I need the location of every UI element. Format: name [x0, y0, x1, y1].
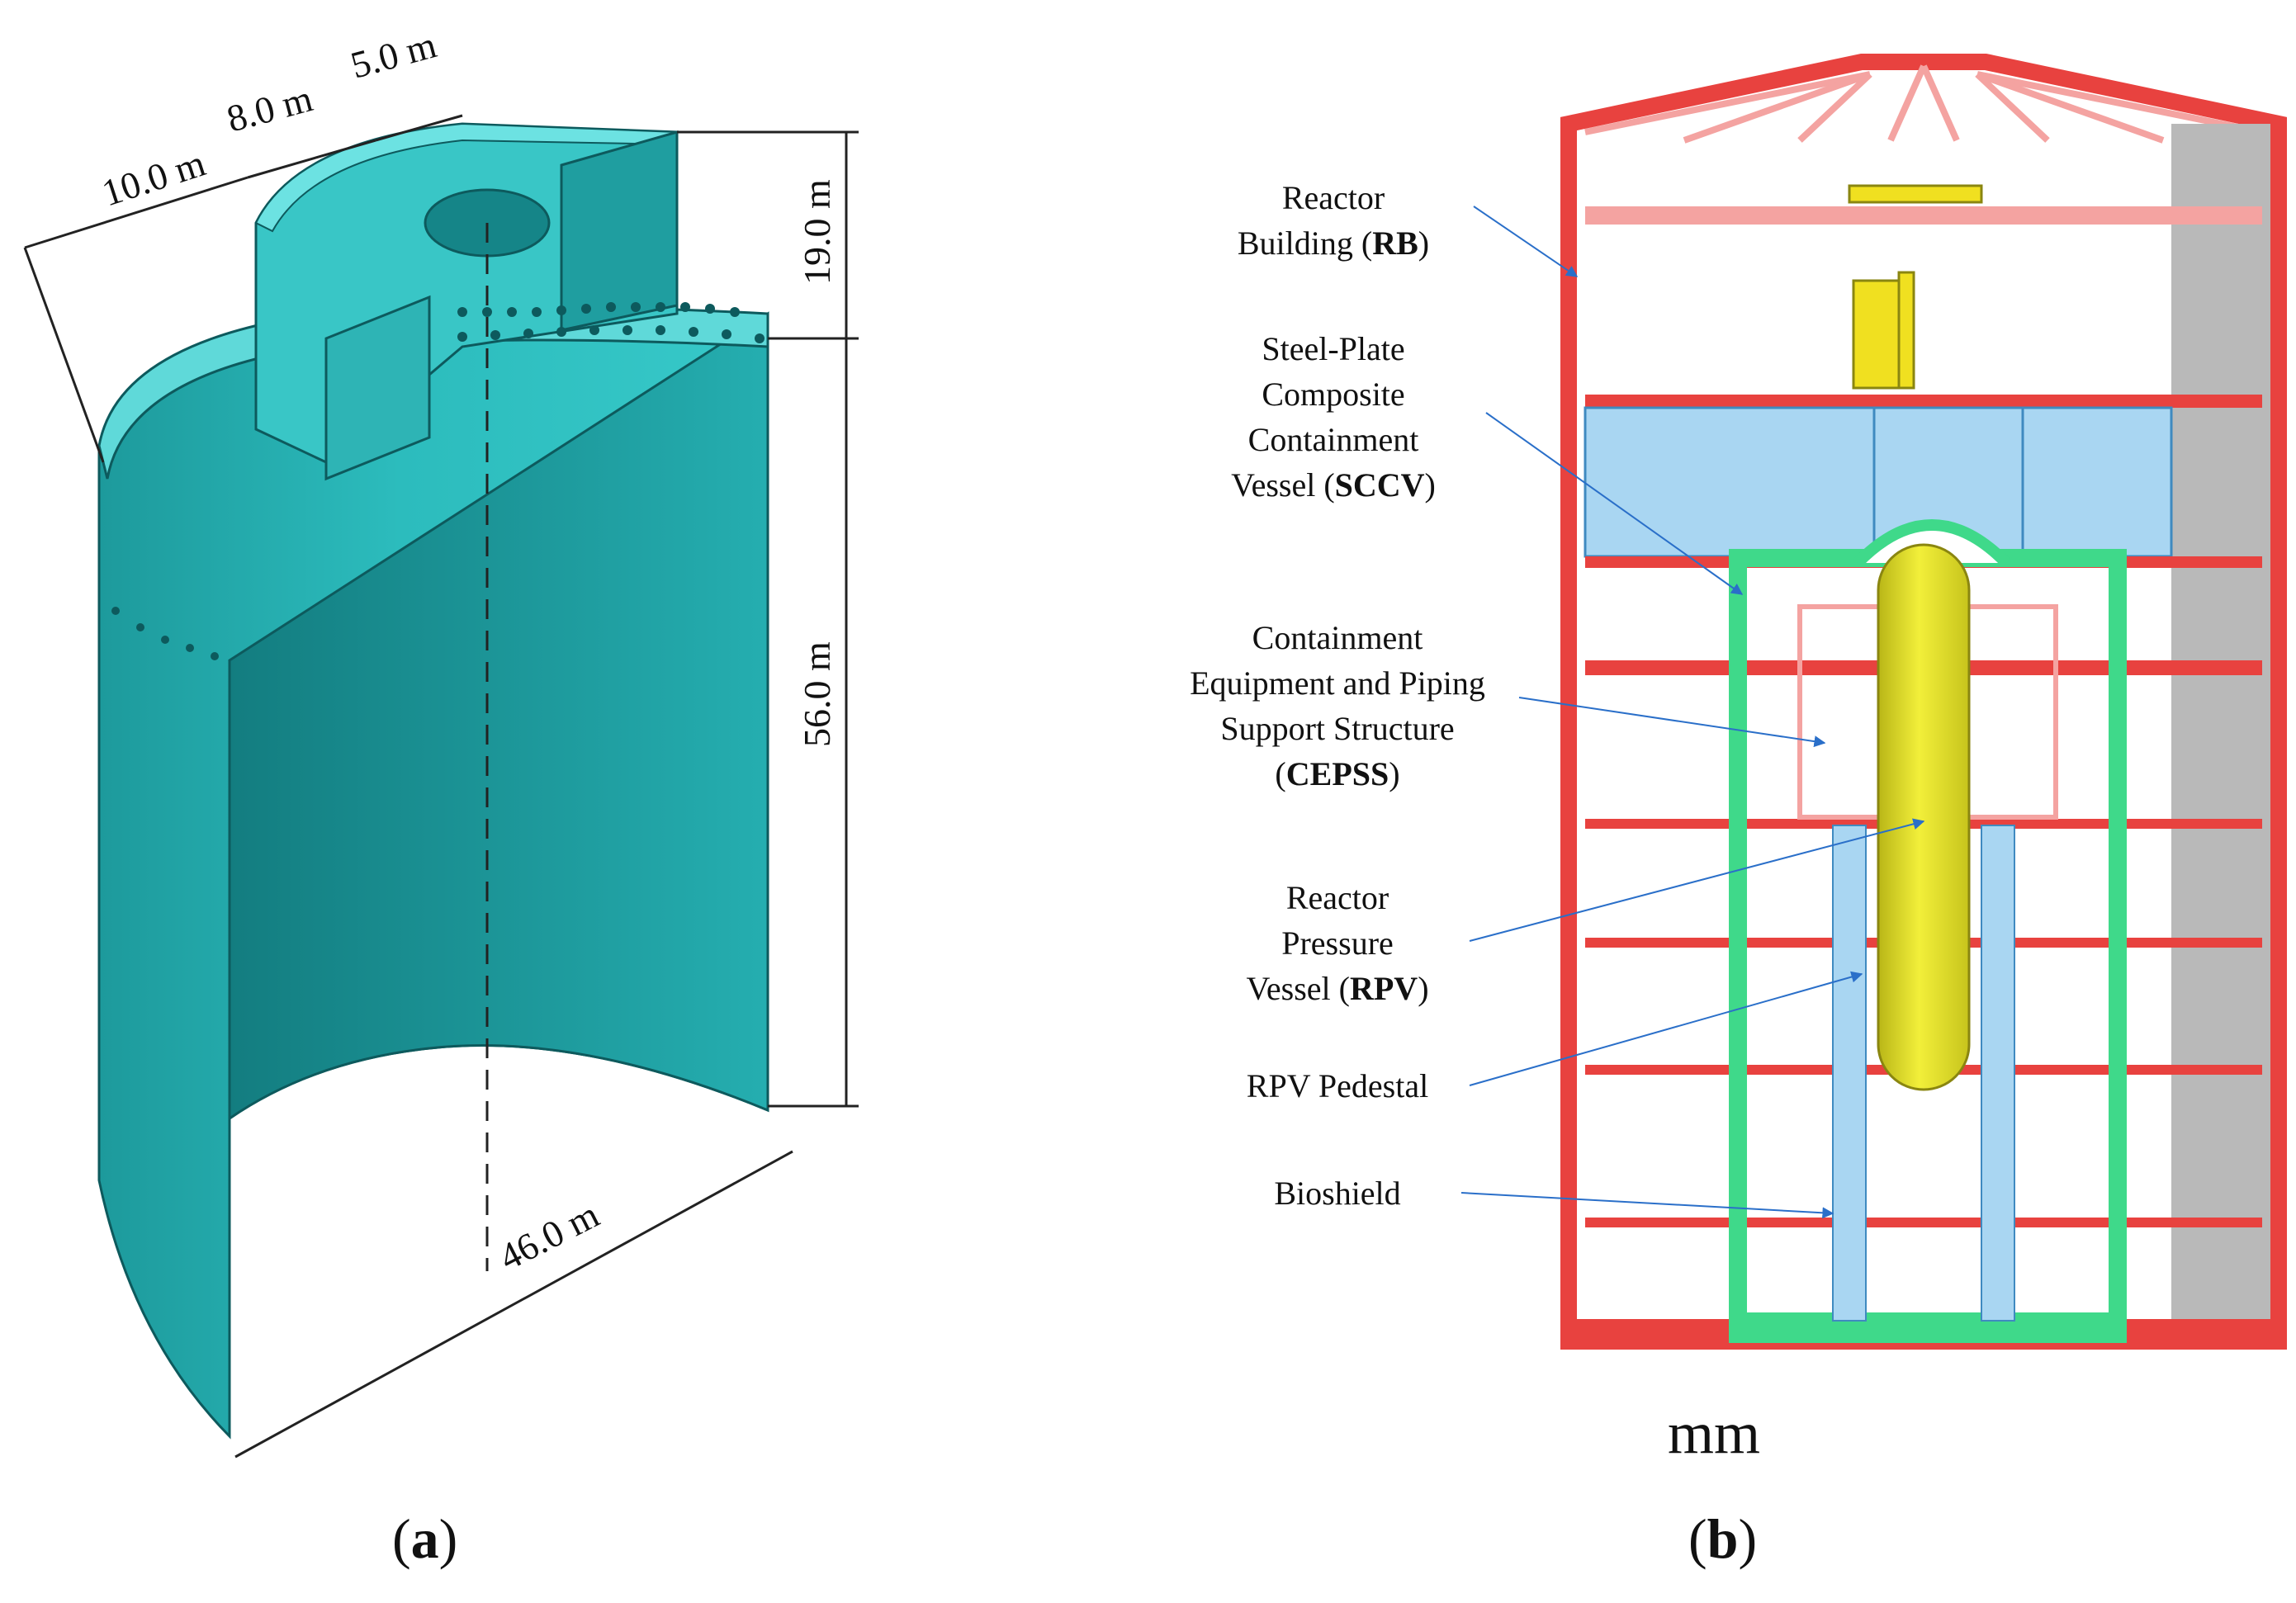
- panel-a-dimensions: [23, 114, 859, 1459]
- crane-rail: [1585, 206, 2262, 225]
- panel-a-model: [97, 122, 769, 1440]
- panel-label-a: (a): [392, 1507, 458, 1570]
- callout-cepss: Containment Equipment and Piping Support…: [1190, 619, 1485, 792]
- rpv-pedestal: [1832, 825, 1867, 1322]
- callout-sccv: Steel-Plate Composite Containment Vessel…: [1231, 330, 1436, 504]
- pool-wall-right: [560, 130, 679, 332]
- dim-top-depth-3: 5.0 m: [346, 23, 441, 86]
- pool-wall-left: [324, 295, 431, 481]
- pool-right: [2021, 406, 2173, 558]
- perforation-band: [111, 302, 765, 660]
- cut-face: [228, 311, 769, 1121]
- bioshield: [1981, 825, 2015, 1322]
- callout-rpv: Reactor Pressure Vessel (RPV): [1246, 879, 1429, 1007]
- dim-upper-height: 19.0 m: [796, 179, 838, 285]
- crane-icon: [1848, 184, 1983, 390]
- roof-trusses: [1584, 64, 2263, 144]
- reactor-pressure-vessel: [1877, 543, 1971, 1091]
- panel-label-b: (b): [1688, 1507, 1758, 1570]
- callout-arrows: [1460, 206, 1925, 1219]
- dim-top-depth-1: 10.0 m: [97, 141, 210, 214]
- right-gray-wall: [2171, 124, 2270, 1337]
- callout-rpv-pedestal: RPV Pedestal: [1246, 1067, 1429, 1104]
- unit-label: mm: [1668, 1400, 1761, 1466]
- operating-floor: [1585, 395, 2262, 408]
- callout-reactor-building: Reactor Building (RB): [1237, 179, 1430, 262]
- sccv-base: [1738, 1312, 2118, 1339]
- dim-diameter: 46.0 m: [492, 1193, 605, 1279]
- panel-b-section: [1460, 54, 2287, 1350]
- callout-bioshield: Bioshield: [1274, 1175, 1401, 1212]
- sccv-dome: [1853, 519, 2011, 567]
- dim-main-height: 56.0 m: [796, 641, 838, 747]
- pool-left: [1584, 406, 1876, 558]
- dim-top-depth-2: 8.0 m: [222, 77, 317, 139]
